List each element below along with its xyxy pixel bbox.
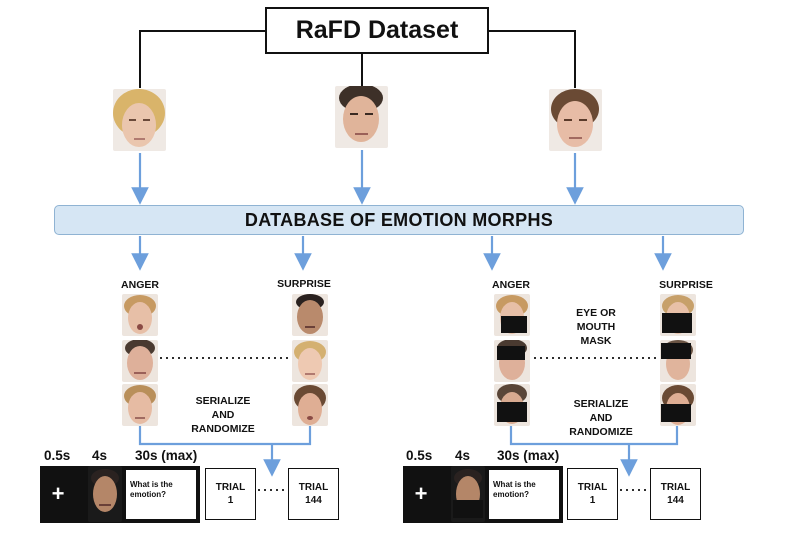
morph-face (292, 294, 328, 336)
timing-fixation: 0.5s (44, 448, 71, 463)
trial-box-first: TRIAL 1 (205, 468, 256, 520)
timing-fixation: 0.5s (406, 448, 433, 463)
timing-response: 30s (max) (497, 448, 560, 463)
surprise-label: SURPRISE (277, 278, 331, 290)
morph-face (122, 384, 158, 426)
trial-box-first: TRIAL 1 (567, 468, 618, 520)
serialize-randomize-label: SERIALIZE AND RANDOMIZE (556, 397, 646, 439)
trial-word: TRIAL (660, 482, 691, 493)
serialize-line-1: SERIALIZE (195, 395, 251, 407)
trial-word: TRIAL (577, 482, 608, 493)
trial-word: TRIAL (215, 482, 246, 493)
anger-label: ANGER (121, 279, 159, 291)
source-face-female-2 (549, 89, 602, 151)
dataset-title: RaFD Dataset (265, 7, 489, 54)
mouth-mask (501, 316, 527, 333)
morph-face (292, 340, 328, 382)
serialize-randomize-label: SERIALIZE AND RANDOMIZE (178, 394, 268, 436)
morph-face (122, 294, 158, 336)
timing-face: 4s (455, 448, 471, 463)
trial-number: 1 (589, 495, 596, 506)
serialize-line-2: AND (589, 412, 613, 424)
question-box: What is the emotion? (487, 468, 561, 521)
trial-face (88, 466, 122, 522)
mouth-mask (661, 404, 691, 422)
surprise-label: SURPRISE (659, 279, 713, 291)
trial-box-last: TRIAL 144 (650, 468, 701, 520)
mask-line-3: MASK (580, 335, 612, 347)
mask-line-2: MOUTH (576, 321, 616, 333)
anger-label: ANGER (492, 279, 530, 291)
source-face-male (335, 86, 388, 148)
serialize-line-3: RANDOMIZE (569, 426, 633, 438)
emotion-morph-database: DATABASE OF EMOTION MORPHS (54, 205, 744, 235)
trial-box-last: TRIAL 144 (288, 468, 339, 520)
morph-face (122, 340, 158, 382)
serialize-line-1: SERIALIZE (573, 398, 629, 410)
timing-face: 4s (92, 448, 108, 463)
morph-face (292, 384, 328, 426)
mask-label: EYE OR MOUTH MASK (560, 306, 632, 348)
mouth-mask (453, 500, 483, 518)
trial-number: 1 (227, 495, 234, 506)
serialize-line-3: RANDOMIZE (191, 423, 255, 435)
mouth-mask (662, 313, 692, 333)
source-face-female-1 (113, 89, 166, 151)
timing-response: 30s (max) (135, 448, 198, 463)
trial-number: 144 (305, 495, 322, 506)
eye-mask (661, 343, 691, 359)
fixation-cross: + (44, 471, 72, 517)
trial-number: 144 (667, 495, 684, 506)
eye-mask (497, 346, 525, 360)
fixation-cross: + (407, 471, 435, 517)
mouth-mask (497, 402, 527, 422)
serialize-line-2: AND (211, 409, 235, 421)
question-box: What is the emotion? (124, 468, 198, 521)
trial-word: TRIAL (298, 482, 329, 493)
mask-line-1: EYE OR (576, 307, 616, 319)
